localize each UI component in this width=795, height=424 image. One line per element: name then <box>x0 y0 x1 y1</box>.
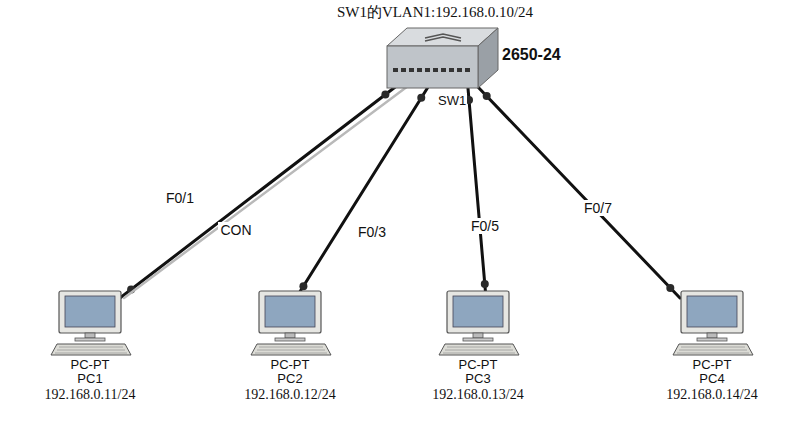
link-line <box>468 86 486 298</box>
diagram-title: SW1的VLAN1:192.168.0.10/24 <box>337 3 533 22</box>
switch-port <box>401 68 406 72</box>
link <box>124 86 408 298</box>
keyboard-row <box>677 353 749 354</box>
link <box>477 86 680 298</box>
device-type: PC-PT <box>692 358 731 372</box>
keyboard-row <box>59 347 123 348</box>
keyboard <box>251 344 331 355</box>
monitor-screen <box>687 296 737 327</box>
monitor-base <box>275 338 305 341</box>
keyboard-row <box>679 350 747 351</box>
ip-address: 192.168.0.12/24 <box>244 386 335 403</box>
switch-port <box>425 68 430 72</box>
switch-node: 2650-24SW1 <box>385 24 500 92</box>
device-type: PC-PT <box>270 358 309 372</box>
link-status-dot <box>481 280 489 288</box>
ip-address: 192.168.0.13/24 <box>432 386 523 403</box>
keyboard-row <box>445 350 513 351</box>
link-line <box>477 86 680 298</box>
monitor-stand <box>85 333 95 338</box>
keyboard-row <box>57 350 125 351</box>
device-name: PC4 <box>699 372 724 386</box>
link-line <box>124 86 408 298</box>
pc-icon <box>433 288 523 358</box>
link-status-dot <box>666 284 674 292</box>
device-type: PC-PT <box>71 358 110 372</box>
port-label: F0/3 <box>356 224 388 240</box>
keyboard <box>439 344 519 355</box>
link-line <box>120 86 397 298</box>
switch-port <box>393 68 398 72</box>
switch-port <box>409 68 414 72</box>
link-status-dot <box>483 92 491 100</box>
link-status-dot <box>381 91 389 99</box>
keyboard-row <box>447 347 511 348</box>
monitor-stand <box>473 333 483 338</box>
switch-name: SW1 <box>437 93 467 108</box>
port-label: F0/5 <box>469 218 501 234</box>
port-label: F0/1 <box>164 190 196 206</box>
device-type: PC-PT <box>458 358 497 372</box>
pc-icon <box>45 288 135 358</box>
monitor-base <box>75 338 105 341</box>
keyboard-row <box>259 347 323 348</box>
link <box>296 86 429 298</box>
switch-icon <box>385 24 500 92</box>
link-status-dot <box>417 94 425 102</box>
switch-port <box>449 68 454 72</box>
switch-port <box>433 68 438 72</box>
keyboard-row <box>443 353 515 354</box>
switch-arrow-mark <box>425 37 461 41</box>
monitor-screen <box>265 296 315 327</box>
ip-address: 192.168.0.14/24 <box>666 386 757 403</box>
monitor-frame <box>447 291 509 333</box>
keyboard <box>51 344 131 355</box>
keyboard-row <box>55 353 127 354</box>
keyboard-row <box>257 350 325 351</box>
pc-node: PC-PTPC2192.168.0.12/24 <box>244 288 335 403</box>
monitor-stand <box>707 333 717 338</box>
keyboard-row <box>681 347 745 348</box>
switch-port <box>441 68 446 72</box>
monitor-frame <box>681 291 743 333</box>
switch-port <box>457 68 462 72</box>
pc-node: PC-PTPC3192.168.0.13/24 <box>432 288 523 403</box>
switch-port <box>465 68 470 72</box>
pc-node: PC-PTPC4192.168.0.14/24 <box>666 288 757 403</box>
port-label: CON <box>218 222 253 238</box>
pc-node: PC-PTPC1192.168.0.11/24 <box>45 288 136 403</box>
switch-port <box>417 68 422 72</box>
monitor-base <box>463 338 493 341</box>
pc-icon <box>667 288 757 358</box>
monitor-frame <box>59 291 121 333</box>
port-label: F0/7 <box>582 200 614 216</box>
monitor-base <box>697 338 727 341</box>
device-name: PC3 <box>465 372 490 386</box>
monitor-stand <box>285 333 295 338</box>
link-line <box>296 86 429 298</box>
switch-side <box>478 28 498 88</box>
link-status-dot <box>299 282 307 290</box>
link <box>120 86 397 298</box>
keyboard <box>673 344 753 355</box>
ip-address: 192.168.0.11/24 <box>45 386 136 403</box>
device-name: PC2 <box>277 372 302 386</box>
switch-front <box>387 46 478 88</box>
switch-model: 2650-24 <box>502 46 561 64</box>
pc-icon <box>245 288 335 358</box>
keyboard-row <box>255 353 327 354</box>
monitor-frame <box>259 291 321 333</box>
monitor-screen <box>453 296 503 327</box>
link <box>465 86 489 298</box>
monitor-screen <box>65 296 115 327</box>
device-name: PC1 <box>77 372 102 386</box>
